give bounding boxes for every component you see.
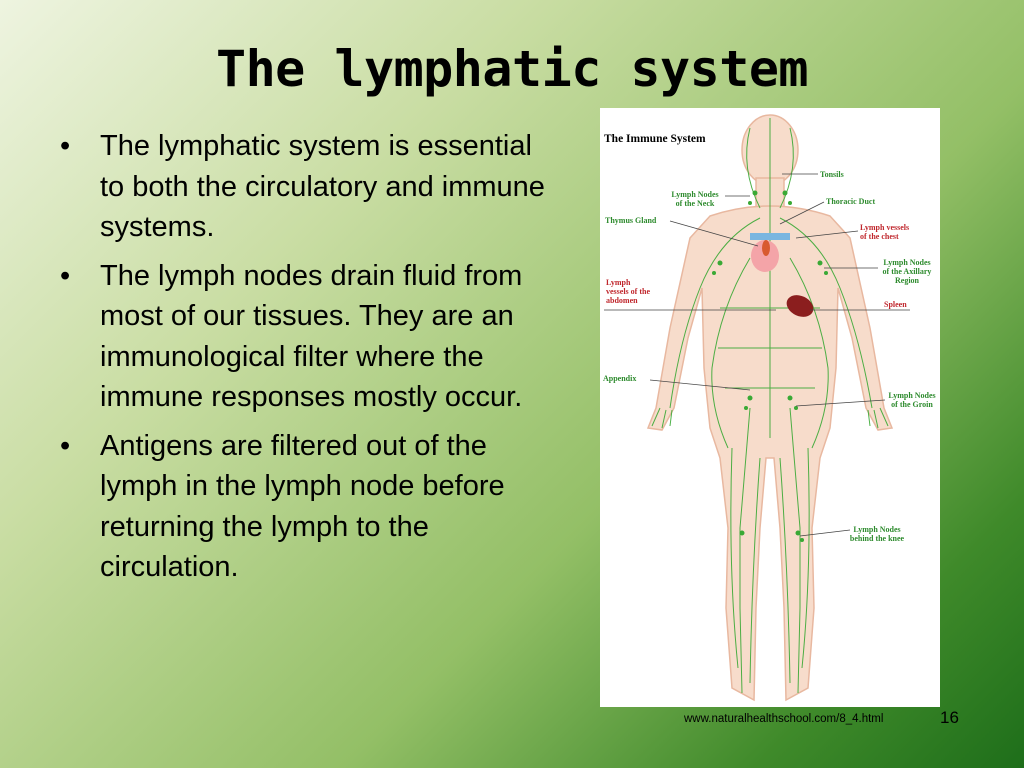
label-abdomen-vessels: Lymph vessels of the abdomen [606, 278, 650, 305]
bullet-item: Antigens are filtered out of the lymph i… [58, 426, 548, 588]
lymph-vessels [651, 118, 889, 694]
label-axillary-line3: Region [895, 276, 919, 285]
label-chest-vessels-line1: Lymph vessels [860, 223, 910, 232]
label-thoracic-duct: Thoracic Duct [826, 197, 876, 206]
thymus-heart [750, 233, 790, 272]
bullet-item: The lymph nodes drain fluid from most of… [58, 256, 548, 418]
label-tonsils: Tonsils [820, 170, 844, 179]
label-groin-line1: Lymph Nodes [888, 391, 936, 400]
label-abdomen-line3: abdomen [606, 296, 638, 305]
bullet-list: The lymphatic system is essential to bot… [58, 126, 548, 596]
bullet-item: The lymphatic system is essential to bot… [58, 126, 548, 248]
label-chest-vessels-line2: of the chest [860, 232, 899, 241]
leader-lines [604, 173, 910, 537]
label-chest-vessels: Lymph vessels of the chest [860, 223, 909, 241]
label-axillary-nodes: Lymph Nodes of the Axillary Region [876, 258, 938, 285]
label-knee-line1: Lymph Nodes [853, 525, 901, 534]
figure-title: The Immune System [604, 133, 706, 145]
label-groin-nodes: Lymph Nodes of the Groin [884, 391, 940, 409]
label-axillary-line1: Lymph Nodes [883, 258, 931, 267]
spleen-shape [786, 295, 814, 317]
label-neck-nodes-line1: Lymph Nodes [671, 190, 719, 199]
immune-system-figure: The Immune System Tonsils Lymph Nodes of… [600, 108, 940, 707]
slide-number: 16 [940, 708, 959, 727]
label-spleen: Spleen [884, 300, 907, 309]
label-axillary-line2: of the Axillary [882, 267, 932, 276]
label-neck-nodes: Lymph Nodes of the Neck [664, 190, 726, 208]
label-abdomen-line2: vessels of the [606, 287, 650, 296]
label-thymus: Thymus Gland [605, 216, 657, 225]
label-appendix: Appendix [603, 374, 637, 383]
label-knee-nodes: Lymph Nodes behind the knee [844, 525, 910, 543]
label-neck-nodes-line2: of the Neck [675, 199, 715, 208]
label-abdomen-line1: Lymph [606, 278, 631, 287]
slide-title: The lymphatic system [215, 40, 809, 98]
body-silhouette [646, 114, 894, 702]
source-url: www.naturalhealthschool.com/8_4.html [684, 713, 884, 725]
body-illustration [604, 114, 910, 702]
label-groin-line2: of the Groin [891, 400, 933, 409]
lymph-nodes [712, 190, 828, 542]
label-knee-line2: behind the knee [849, 534, 905, 543]
